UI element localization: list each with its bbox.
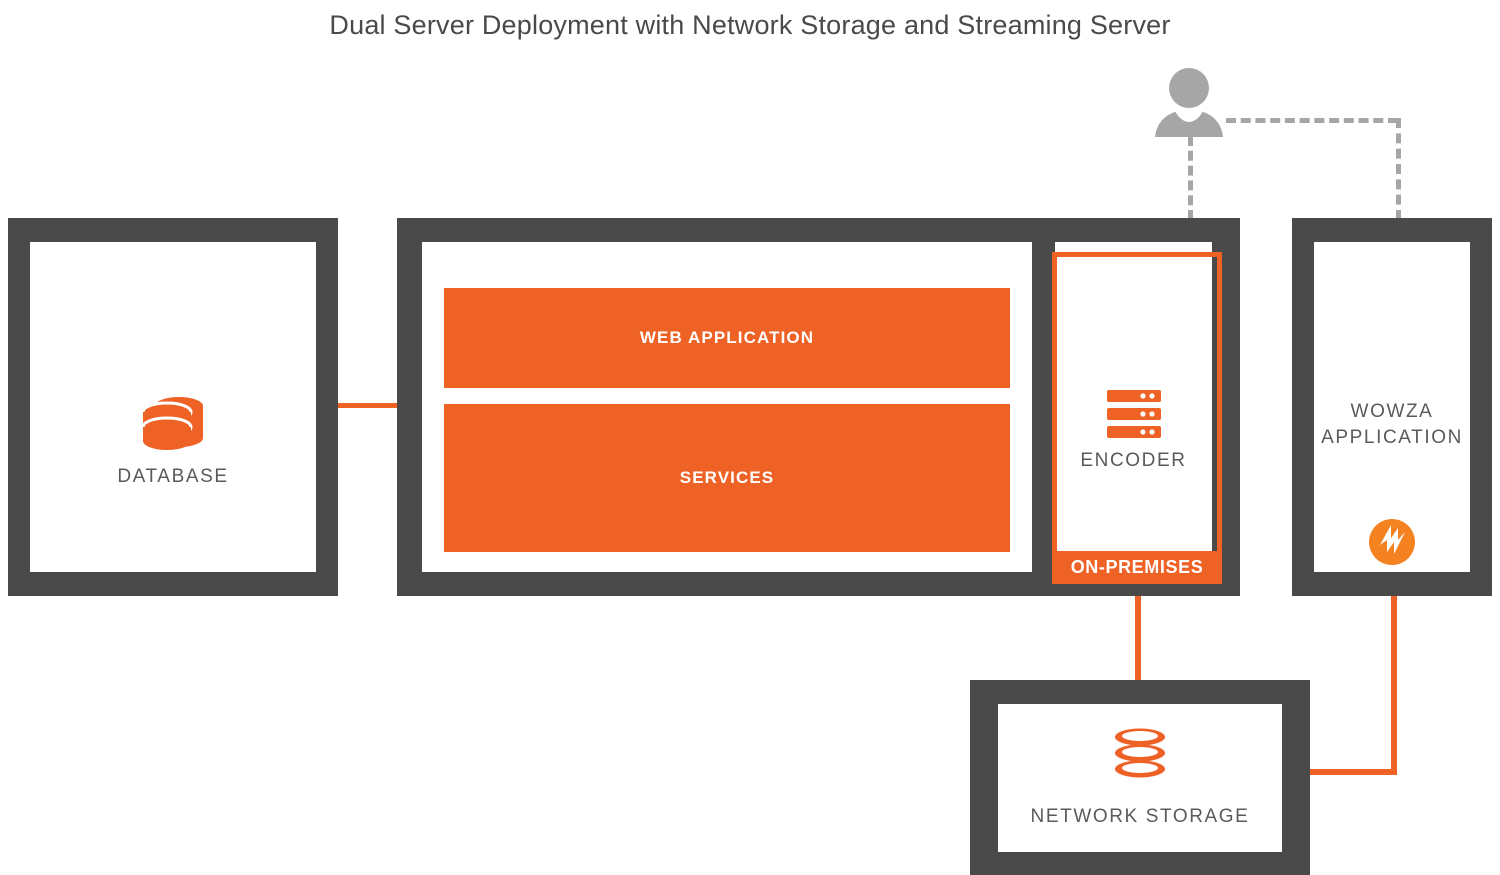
connector-user-to-wowza-vertical [1396, 118, 1401, 220]
application-server-frame[interactable]: WEB APPLICATION SERVICES ENCODER [397, 218, 1240, 596]
on-premises-zone-outline [1052, 252, 1222, 556]
database-label: DATABASE [117, 466, 229, 487]
disc-stack-icon [1113, 728, 1167, 780]
network-storage-label: NETWORK STORAGE [1030, 806, 1250, 827]
wowza-label-line2: APPLICATION [1321, 427, 1463, 448]
connector-wowza-to-storage-horizontal [1310, 769, 1397, 775]
web-application-bar[interactable]: WEB APPLICATION [444, 288, 1010, 388]
user-person-icon [1153, 68, 1225, 138]
connector-database-to-app-server [336, 403, 400, 408]
on-premises-zone-label: ON-PREMISES [1052, 551, 1222, 584]
server-rack-icon [1106, 390, 1161, 438]
services-bar[interactable]: SERVICES [444, 404, 1010, 552]
wowza-server-frame[interactable]: WOWZA APPLICATION [1292, 218, 1492, 596]
database-cylinder-icon [139, 392, 207, 454]
wowza-logo-icon [1368, 518, 1416, 566]
connector-wowza-to-storage-vertical [1391, 594, 1397, 772]
database-inner-panel: DATABASE [30, 242, 316, 572]
network-storage-frame[interactable]: NETWORK STORAGE [970, 680, 1310, 875]
app-server-inner-panel: WEB APPLICATION SERVICES [422, 242, 1032, 572]
connector-encoder-to-network-storage [1135, 578, 1141, 682]
wowza-label-line1: WOWZA [1350, 401, 1434, 422]
network-storage-inner-panel: NETWORK STORAGE [998, 704, 1282, 852]
wowza-inner-panel: WOWZA APPLICATION [1314, 242, 1470, 572]
connector-user-to-wowza-horizontal [1226, 118, 1398, 123]
encoder-inner-panel: ENCODER [1055, 242, 1212, 552]
database-server-frame[interactable]: DATABASE [8, 218, 338, 596]
encoder-label: ENCODER [1080, 450, 1187, 471]
diagram-title: Dual Server Deployment with Network Stor… [329, 10, 1171, 40]
connector-user-to-app-server [1188, 136, 1193, 220]
